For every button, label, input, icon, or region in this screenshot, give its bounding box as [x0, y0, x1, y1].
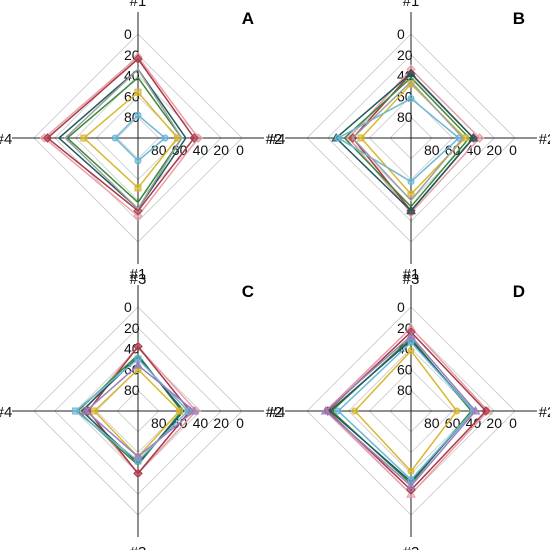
- tick-label-h: 60: [445, 415, 461, 431]
- series-point: [407, 94, 415, 102]
- tick-label-h: 0: [509, 142, 517, 158]
- series-point: [481, 406, 491, 416]
- series-point: [407, 467, 415, 475]
- tick-label-h: 40: [193, 415, 209, 431]
- series-point: [406, 68, 416, 78]
- series-point: [133, 341, 143, 352]
- series-point: [189, 405, 200, 415]
- tick-label-h: 20: [213, 415, 229, 431]
- series-point: [134, 157, 142, 165]
- tick-label-v: 0: [124, 299, 132, 315]
- axis-name: #3: [130, 271, 147, 288]
- panel-letter: C: [242, 282, 254, 301]
- series-point: [133, 54, 143, 64]
- series-point: [320, 405, 331, 415]
- axis-name: #3: [130, 544, 147, 550]
- series-point: [406, 480, 416, 490]
- series-point: [453, 407, 461, 415]
- series-point: [334, 407, 342, 415]
- series-point: [455, 134, 463, 142]
- tick-label-h: 0: [236, 415, 244, 431]
- series-point: [407, 338, 415, 346]
- series-point: [407, 178, 415, 186]
- tick-label-v: 20: [397, 47, 413, 63]
- series-point: [133, 360, 143, 369]
- axis-name: #3: [403, 271, 420, 288]
- axis-name: #2: [266, 404, 283, 421]
- series-point: [184, 407, 192, 415]
- axis-name: #2: [539, 131, 550, 148]
- tick-label-h: 0: [509, 415, 517, 431]
- series-point: [174, 134, 182, 142]
- series-point: [407, 190, 415, 198]
- series-point: [468, 132, 479, 142]
- tick-label-v: 80: [397, 382, 413, 398]
- series-point: [133, 451, 143, 461]
- series-line: [66, 76, 183, 204]
- series-point: [72, 407, 80, 415]
- series-point: [407, 347, 415, 355]
- series-point: [134, 184, 142, 192]
- tick-label-h: 80: [424, 142, 440, 158]
- tick-label-h: 20: [486, 415, 502, 431]
- series-point: [161, 134, 169, 142]
- axis-name: #1: [130, 266, 147, 283]
- panel-letter: D: [513, 282, 525, 301]
- series-point: [42, 133, 53, 143]
- tick-label-v: 20: [124, 320, 140, 336]
- series-point: [351, 407, 359, 415]
- tick-label-v: 0: [397, 26, 405, 42]
- series-line: [351, 80, 464, 202]
- panel-letter: B: [513, 9, 525, 28]
- series-point: [133, 206, 143, 216]
- tick-label-h: 40: [466, 142, 482, 158]
- tick-label-v: 0: [397, 299, 405, 315]
- series-point: [474, 133, 485, 143]
- axis-name: #3: [403, 544, 420, 550]
- series-point: [133, 211, 143, 221]
- axis-name: #2: [539, 404, 550, 421]
- axis-name: #4: [0, 131, 12, 148]
- series-point: [111, 134, 119, 142]
- tick-label-v: 0: [124, 26, 132, 42]
- tick-label-h: 20: [213, 142, 229, 158]
- axis-name: #1: [403, 0, 420, 10]
- tick-label-h: 0: [236, 142, 244, 158]
- tick-label-h: 80: [151, 415, 167, 431]
- series-point: [470, 405, 481, 415]
- panel-letter: A: [242, 9, 254, 28]
- axis-name: #4: [0, 404, 12, 421]
- tick-label-v: 60: [397, 361, 413, 377]
- series-point: [133, 468, 143, 479]
- tick-label-h: 80: [424, 415, 440, 431]
- series-point: [189, 133, 199, 143]
- series-point: [134, 111, 142, 119]
- axis-name: #1: [403, 266, 420, 283]
- series-line: [64, 68, 183, 210]
- series-point: [90, 407, 98, 415]
- series-point: [357, 134, 365, 142]
- series-point: [176, 407, 184, 415]
- series-point: [81, 405, 91, 415]
- series-point: [334, 134, 342, 142]
- axis-name: #4: [269, 404, 286, 421]
- tick-label-v: 80: [397, 109, 413, 125]
- series-point: [80, 134, 88, 142]
- axis-name: #4: [269, 131, 286, 148]
- series-point: [134, 88, 142, 96]
- series-point: [406, 205, 416, 215]
- axis-name: #1: [130, 0, 147, 10]
- axis-name: #2: [266, 131, 283, 148]
- series-point: [406, 331, 416, 340]
- tick-label-v: 80: [124, 382, 140, 398]
- tick-label-h: 20: [486, 142, 502, 158]
- tick-label-h: 40: [193, 142, 209, 158]
